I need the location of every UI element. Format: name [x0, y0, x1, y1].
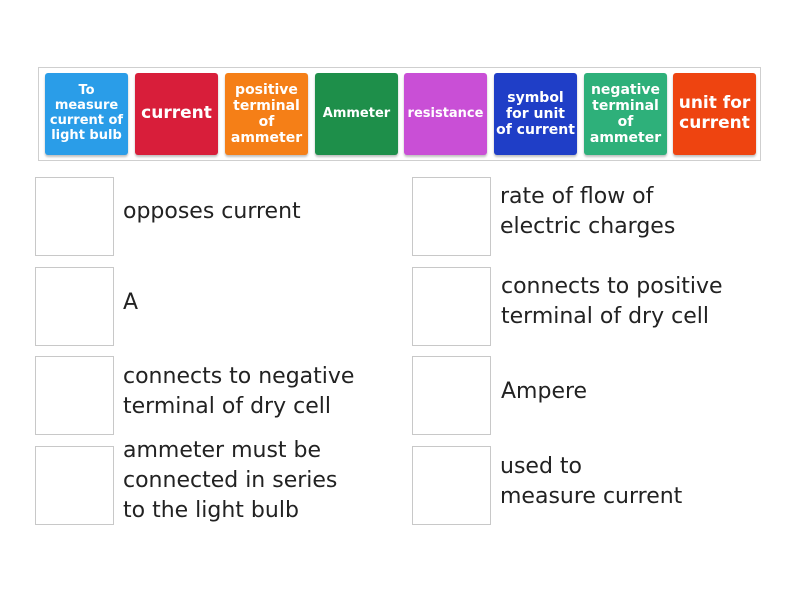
tile-label: negative terminal of ammeter [589, 81, 662, 147]
drop-slot-6[interactable] [412, 356, 491, 435]
drop-slot-1[interactable] [35, 177, 114, 256]
tile-unit-for-current[interactable]: unit for current [673, 73, 756, 155]
target-text: used to measure current [500, 454, 683, 509]
drop-slot-4[interactable] [412, 267, 491, 346]
tile-positive-terminal[interactable]: positive terminal of ammeter [225, 73, 308, 155]
target-text: A [123, 290, 139, 315]
answer-bank: To measure current of light bulb current… [38, 67, 761, 161]
target-text: ammeter must be connected in series to t… [123, 438, 338, 523]
tile-negative-terminal[interactable]: negative terminal of ammeter [584, 73, 667, 155]
tile-resistance[interactable]: resistance [404, 73, 487, 155]
tile-label: unit for current [678, 93, 751, 133]
drop-slot-5[interactable] [35, 356, 114, 435]
tile-measure-current-light-bulb[interactable]: To measure current of light bulb [45, 73, 128, 155]
tile-ammeter[interactable]: Ammeter [315, 73, 398, 155]
tile-symbol-unit-current[interactable]: symbol for unit of current [494, 73, 577, 155]
target-text: Ampere [501, 379, 588, 404]
tile-label: Ammeter [322, 105, 391, 121]
tile-label: resistance [407, 105, 484, 121]
tile-label: To measure current of light bulb [49, 83, 124, 143]
target-text: opposes current [123, 199, 301, 224]
tile-label: current [141, 103, 212, 124]
drop-slot-3[interactable] [35, 267, 114, 346]
drop-slot-7[interactable] [35, 446, 114, 525]
tile-label: symbol for unit of current [496, 89, 575, 139]
drop-slot-2[interactable] [412, 177, 491, 256]
tile-label: positive terminal of ammeter [230, 81, 303, 147]
drop-slot-8[interactable] [412, 446, 491, 525]
target-text: connects to positive terminal of dry cel… [501, 274, 723, 329]
target-text: connects to negative terminal of dry cel… [123, 364, 355, 419]
target-text: rate of flow of electric charges [500, 184, 676, 239]
tile-current[interactable]: current [135, 73, 218, 155]
